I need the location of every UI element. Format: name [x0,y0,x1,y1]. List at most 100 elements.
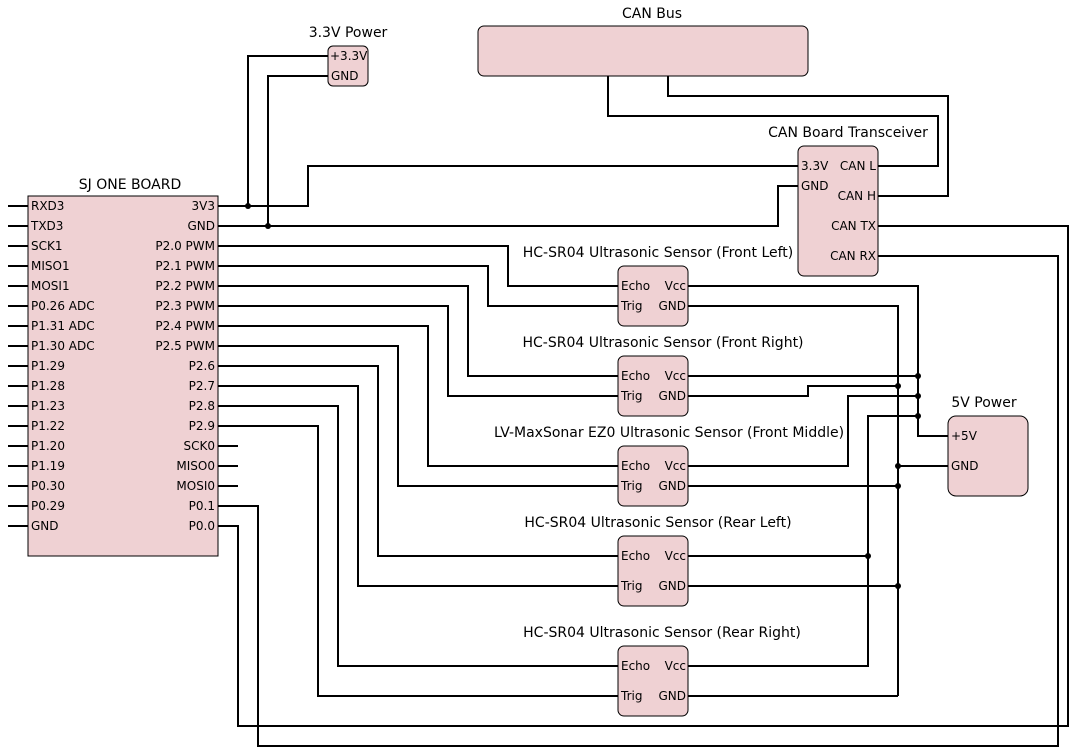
sj-pin-sck1: SCK1 [31,239,63,253]
sensor-pin-trig: Trig [620,579,642,593]
sj-pin-p0-30: P0.30 [31,479,65,493]
sensor-title: HC-SR04 Ultrasonic Sensor (Front Left) [523,245,794,261]
wire-fl-echo [238,245,618,287]
sj-pin-p1-28: P1.28 [31,379,65,393]
power-5v-block: 5V Power +5V GND [947,395,1029,497]
power-3v3-block: 3.3V Power +3.3V GND [309,25,388,87]
wire-fm-vcc [688,395,918,467]
junction-dots [245,203,921,589]
sj-right-pins: 3V3 GND P2.0 PWM P2.1 PWM P2.2 PWM P2.3 … [155,199,238,533]
sensor-pin-gnd: GND [658,389,686,403]
wire-fr-gnd [688,385,898,397]
sj-pin-txd3: TXD3 [30,219,63,233]
wire-gnd-power [267,75,328,226]
can-bus-block: CAN Bus [477,6,809,77]
sj-one-title: SJ ONE BOARD [79,177,181,193]
can-bus-title: CAN Bus [622,6,682,22]
sj-pin-p1-30: P1.30 ADC [31,339,95,353]
sj-pin-p1-22: P1.22 [31,419,65,433]
sj-pin-3v3: 3V3 [192,199,215,213]
sensor-pin-gnd: GND [658,479,686,493]
sensor-title: LV-MaxSonar EZ0 Ultrasonic Sensor (Front… [494,425,844,441]
wire-rl-trig [238,385,618,587]
sj-pin-p1-19: P1.19 [31,459,65,473]
sj-pin-p2-4: P2.4 PWM [155,319,215,333]
wire-can-tx [218,225,1069,727]
sensor-rear-left: HC-SR04 Ultrasonic Sensor (Rear Left) Ec… [524,515,792,607]
sensor-pin-echo: Echo [621,369,650,383]
sj-left-pins: RXD3 TXD3 SCK1 MISO1 MOSI1 P0.26 ADC P1.… [8,199,95,533]
wire-can-l [607,76,939,167]
sj-pin-sck0: SCK0 [184,439,216,453]
sj-pin-p2-1: P2.1 PWM [155,259,215,273]
sensor-title: HC-SR04 Ultrasonic Sensor (Rear Left) [524,515,791,531]
wire-3v3-power [247,55,328,206]
power-3v3-pin-plus: +3.3V [330,49,368,63]
wire-gnd-transceiver [238,185,798,227]
power-5v-pin-gnd: GND [951,459,979,473]
wire-fl-trig [238,265,618,307]
transceiver-pin-3v3: 3.3V [801,159,829,173]
can-transceiver-title: CAN Board Transceiver [768,125,928,141]
sj-pin-miso0: MISO0 [176,459,215,473]
sj-pin-gnd-right: GND [187,219,215,233]
wire-3v3-transceiver [238,165,798,207]
sensor-front-left: HC-SR04 Ultrasonic Sensor (Front Left) E… [523,245,794,327]
power-3v3-pin-gnd: GND [331,69,359,83]
sj-one-board: SJ ONE BOARD RXD3 TXD3 SCK1 MISO1 MOSI1 … [8,177,238,557]
wire-rr-trig [238,425,618,697]
sensor-pin-gnd: GND [658,299,686,313]
sensor-pin-echo: Echo [621,279,650,293]
wire-fr-echo [238,285,618,377]
sj-pin-p0-29: P0.29 [31,499,65,513]
transceiver-pin-can-l: CAN L [840,159,876,173]
sj-pin-mosi0: MOSI0 [176,479,215,493]
wire-fm-echo [238,325,618,467]
sensor-front-right: HC-SR04 Ultrasonic Sensor (Front Right) … [522,335,804,417]
sj-pin-p1-31: P1.31 ADC [31,319,95,333]
sj-pin-p2-8: P2.8 [189,399,215,413]
transceiver-pin-can-rx: CAN RX [830,249,876,263]
sensor-pin-vcc: Vcc [665,659,686,673]
wire-fl-gnd [688,305,899,696]
wire-rr-vcc [688,415,918,667]
transceiver-pin-can-tx: CAN TX [831,219,876,233]
sensor-pin-vcc: Vcc [665,459,686,473]
sensor-pin-gnd: GND [658,579,686,593]
sj-pin-p2-5: P2.5 PWM [155,339,215,353]
sj-pin-p0-26: P0.26 ADC [31,299,95,313]
wires [218,55,1069,747]
wire-fm-trig [238,345,618,487]
sensor-front-middle: LV-MaxSonar EZ0 Ultrasonic Sensor (Front… [494,425,844,507]
sj-pin-p1-29: P1.29 [31,359,65,373]
sensor-pin-trig: Trig [620,479,642,493]
wire-rr-echo [238,405,618,667]
sj-pin-miso1: MISO1 [31,259,70,273]
power-3v3-title: 3.3V Power [309,25,388,41]
sensor-pin-trig: Trig [620,689,642,703]
sj-pin-p1-23: P1.23 [31,399,65,413]
sensor-pin-vcc: Vcc [665,369,686,383]
wire-can-rx [218,255,1059,747]
sj-pin-p2-9: P2.9 [189,419,215,433]
wire-can-h [667,76,949,197]
sensor-rear-right: HC-SR04 Ultrasonic Sensor (Rear Right) E… [523,625,801,717]
wire-fr-trig [238,305,618,397]
can-transceiver-block: CAN Board Transceiver 3.3V GND CAN L CAN… [768,125,928,277]
sensor-title: HC-SR04 Ultrasonic Sensor (Rear Right) [523,625,801,641]
sj-pin-rxd3: RXD3 [31,199,64,213]
wire-fl-vcc [688,285,948,437]
sj-pin-gnd-left: GND [31,519,59,533]
sensor-pin-trig: Trig [620,299,642,313]
sj-pin-p2-0: P2.0 PWM [155,239,215,253]
sj-pin-p2-7: P2.7 [189,379,215,393]
wire-rl-echo [238,365,618,557]
sensor-title: HC-SR04 Ultrasonic Sensor (Front Right) [522,335,803,351]
sj-pin-p2-2: P2.2 PWM [155,279,215,293]
power-5v-pin-plus: +5V [951,429,978,443]
sensor-pin-echo: Echo [621,549,650,563]
sensor-pin-gnd: GND [658,689,686,703]
sj-pin-p0-0: P0.0 [189,519,215,533]
sensor-pin-echo: Echo [621,659,650,673]
